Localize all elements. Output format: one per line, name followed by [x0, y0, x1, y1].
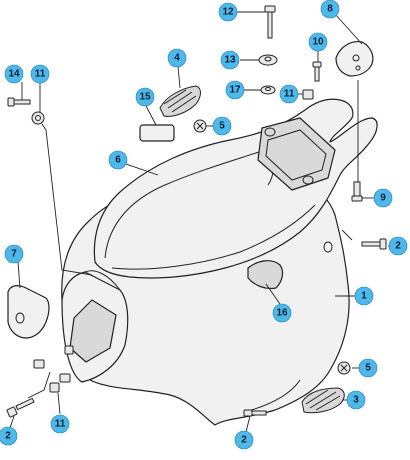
svg-text:9: 9: [380, 193, 386, 204]
svg-text:2: 2: [5, 431, 11, 442]
callout-16: 16: [272, 303, 292, 323]
svg-text:1: 1: [361, 291, 367, 302]
callout-13: 13: [220, 50, 240, 70]
callout-6: 6: [108, 150, 128, 170]
side-plate-part: [7, 285, 50, 339]
front-vent-recess: [247, 260, 284, 290]
nut-5-lower: [337, 361, 351, 375]
clip-11-right: [302, 89, 314, 100]
svg-text:7: 7: [11, 249, 17, 260]
svg-text:12: 12: [222, 7, 234, 18]
washer-11-left: [31, 111, 45, 125]
svg-text:2: 2: [395, 241, 401, 252]
callout-11-top-left: 11: [30, 64, 50, 84]
callout-4: 4: [167, 48, 187, 68]
leader-lines: [9, 11, 398, 433]
label-part: [139, 124, 175, 142]
callout-2-right: 2: [388, 236, 408, 256]
screw-9: [351, 181, 363, 202]
callout-15: 15: [135, 87, 155, 107]
svg-text:8: 8: [327, 4, 333, 15]
screw-2-bottom: [243, 409, 267, 417]
svg-text:13: 13: [224, 55, 236, 66]
svg-text:11: 11: [284, 89, 295, 100]
clip-11-bottom: [49, 382, 60, 393]
screw-2-lower-left: [6, 397, 35, 418]
callout-2-lower-left: 2: [0, 426, 18, 446]
top-bracket-part: [335, 41, 374, 77]
washer-13: [258, 54, 278, 66]
screw-12: [264, 5, 276, 39]
callout-3: 3: [346, 390, 366, 410]
callout-9: 9: [373, 188, 393, 208]
svg-text:14: 14: [8, 69, 20, 80]
callout-7: 7: [4, 244, 24, 264]
callout-17: 17: [225, 80, 245, 100]
svg-text:16: 16: [276, 308, 288, 319]
callout-11-top-right: 11: [279, 84, 299, 104]
grille-mesh-part: [159, 85, 201, 117]
upper-cover-part: [93, 98, 378, 279]
callout-10: 10: [308, 32, 328, 52]
svg-text:11: 11: [35, 69, 46, 80]
screw-14: [7, 97, 31, 107]
nut-5-upper: [193, 119, 207, 133]
callout-12: 12: [218, 2, 238, 22]
callout-8: 8: [320, 0, 340, 19]
svg-text:3: 3: [353, 395, 359, 406]
svg-text:4: 4: [174, 53, 180, 64]
left-inner-panel: [61, 270, 129, 383]
callout-5-upper: 5: [212, 116, 232, 136]
svg-text:11: 11: [55, 419, 66, 430]
screw-2-right: [361, 238, 387, 250]
svg-text:5: 5: [365, 363, 371, 374]
svg-text:6: 6: [115, 155, 121, 166]
svg-text:17: 17: [229, 85, 241, 96]
callout-1: 1: [354, 286, 374, 306]
clips-lower-left: [33, 345, 74, 383]
callout-2-bottom: 2: [234, 430, 254, 450]
svg-text:5: 5: [219, 121, 225, 132]
screw-10: [312, 61, 322, 82]
callout-14: 14: [4, 64, 24, 84]
svg-text:15: 15: [139, 92, 151, 103]
svg-text:10: 10: [312, 37, 324, 48]
callout-5-lower: 5: [358, 358, 378, 378]
washer-17: [260, 85, 276, 95]
callout-11-bottom: 11: [50, 414, 70, 434]
svg-text:2: 2: [241, 435, 247, 446]
